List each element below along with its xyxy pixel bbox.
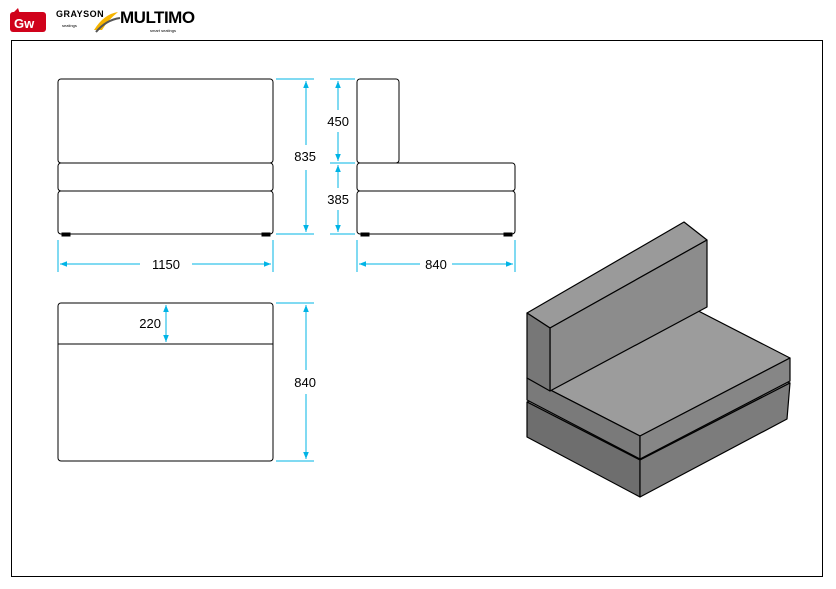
dimension-lines [57,78,516,462]
side-foot-right [503,232,513,237]
dimension-labels: 1150 835 450 385 840 220 840 [139,114,447,390]
grayson-logo-subtext: seatings [62,23,77,28]
dim-front-height: 835 [294,149,316,164]
isometric-view [526,221,791,498]
dim-top-back-depth: 220 [139,316,161,331]
dim-front-width: 1150 [152,257,180,272]
side-base [356,190,516,235]
dim-side-seat-height: 385 [327,192,349,207]
logo-area: Gw GRAYSON seatings MULTIMO smart seatin… [8,6,208,36]
multimo-swoosh-icon [94,12,121,33]
front-base [57,190,274,235]
dim-side-back-height: 450 [327,114,349,129]
side-foot-left [360,232,370,237]
svg-text:Gw: Gw [14,16,35,31]
iso-backrest-side [526,312,551,392]
dim-top-depth: 840 [294,375,316,390]
iso-seat-right [639,357,791,460]
dim-side-depth: 840 [425,257,447,272]
front-backrest [57,78,274,164]
front-seat-cushion [57,162,274,192]
side-view [356,78,516,237]
front-foot-left [61,232,71,237]
side-seat-cushion [356,162,516,192]
top-outline [57,302,274,462]
multimo-logo-text: MULTIMO [120,8,195,27]
side-backrest [356,78,400,164]
front-view [57,78,274,237]
multimo-logo-subtext: smart seatings [150,28,177,33]
rhino-logo-icon: Gw [10,8,46,32]
iso-base-right [639,382,791,498]
grayson-logo-text: GRAYSON [56,9,105,19]
top-view [57,302,274,462]
front-foot-right [261,232,271,237]
drawing-frame [11,40,823,577]
